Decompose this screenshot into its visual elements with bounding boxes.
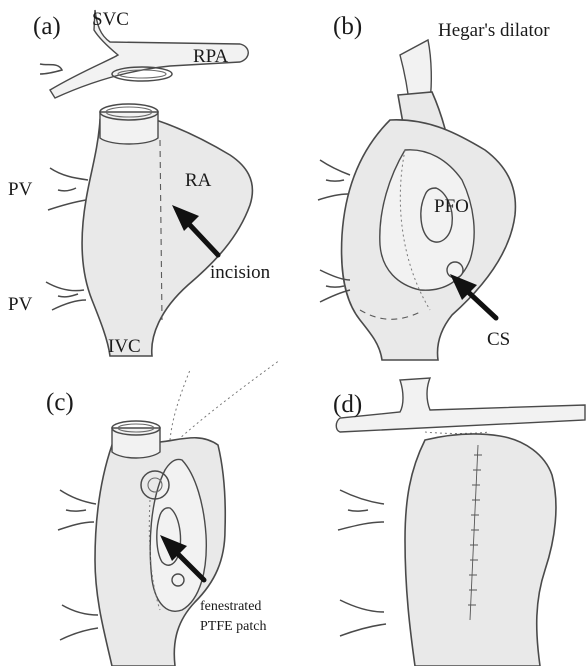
- panel-a-label: (a): [33, 13, 61, 40]
- vessel-stub: [40, 64, 62, 74]
- hegar-label: Hegar's dilator: [438, 20, 550, 41]
- pv-d-upper: [338, 490, 384, 530]
- svc-rpa-vessel-d: [336, 378, 585, 432]
- pv-c-lower: [60, 605, 98, 640]
- panel-a: (a) SVC RPA RA PV PV incision IVC: [8, 9, 271, 357]
- pv-c-upper: [58, 490, 96, 530]
- pv-upper-label: PV: [8, 179, 33, 200]
- patch-label-line2: PTFE patch: [200, 619, 267, 634]
- cs-label: CS: [487, 329, 510, 350]
- patch-label-line1: fenestrated: [200, 599, 261, 614]
- cs-c: [172, 574, 184, 586]
- panel-d: (d): [333, 378, 585, 666]
- panel-b: (b) Hegar's dilator PFO CS: [318, 13, 550, 360]
- panel-d-label: (d): [333, 391, 362, 418]
- right-atrium: [82, 120, 252, 356]
- coronary-sinus: [447, 262, 463, 278]
- cs-arrow-shaft: [466, 290, 496, 318]
- svc-label: SVC: [92, 9, 129, 30]
- pv-lower-vessel: [46, 282, 86, 310]
- pv-d-lower: [340, 600, 386, 636]
- pv-b-upper: [318, 160, 350, 200]
- panel-b-label: (b): [333, 13, 362, 40]
- rpa-label: RPA: [193, 46, 228, 67]
- ra-label: RA: [185, 170, 212, 191]
- incision-label: incision: [210, 262, 271, 283]
- pv-lower-label: PV: [8, 294, 33, 315]
- pfo-label: PFO: [434, 196, 469, 217]
- right-atrium-d: [405, 434, 556, 666]
- thread-2: [178, 360, 280, 440]
- ivc-label: IVC: [108, 336, 141, 357]
- thread-1: [170, 370, 190, 440]
- panel-c-label: (c): [46, 389, 74, 416]
- panel-c: (c) fenestrated PTFE patch: [46, 360, 280, 666]
- pv-upper-vessel: [48, 168, 88, 210]
